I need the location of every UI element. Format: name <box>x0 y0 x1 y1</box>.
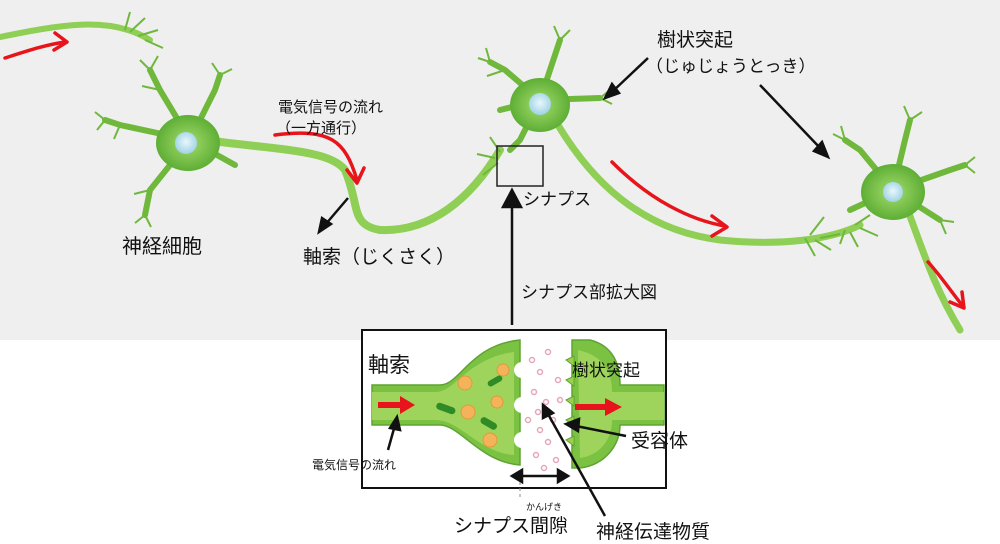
dendrite-label: 樹状突起 <box>657 29 733 51</box>
dendrite-reading: （じゅじょうとっき） <box>646 57 816 77</box>
cleft-label: シナプス間隙 <box>454 515 568 537</box>
neuron-label: 神経細胞 <box>122 234 202 258</box>
synapse-zoom-label: シナプス部拡大図 <box>521 283 657 303</box>
signal-arrows <box>3 31 966 310</box>
receptor-label: 受容体 <box>631 430 688 452</box>
background-band <box>0 0 1000 340</box>
vesicles <box>457 363 510 448</box>
axon-terminals <box>124 11 879 257</box>
axon-label: 軸索（じくさく） <box>303 246 455 268</box>
neuron-3 <box>832 105 976 235</box>
nucleus-icon <box>175 132 197 154</box>
signal-flow-note: （一方通行） <box>276 119 366 137</box>
inset-signal-flow-label: 電気信号の流れ <box>312 457 396 472</box>
neurotransmitter-label: 神経伝達物質 <box>596 521 710 543</box>
synapse-inset: 軸索 樹状突起 電気信号の流れ <box>312 329 667 489</box>
synapse-highlight-box <box>496 145 544 187</box>
inset-axon-label: 軸索 <box>368 353 410 377</box>
nucleus-icon <box>883 182 903 202</box>
neurotransmitters <box>524 348 564 472</box>
inset-dendrite-label: 樹状突起 <box>572 361 640 381</box>
signal-flow-label: 電気信号の流れ <box>278 98 383 116</box>
inset-signal-arrows <box>378 396 622 416</box>
pointer-arrows <box>317 57 831 325</box>
neuron-1 <box>94 55 238 228</box>
nucleus-icon <box>529 93 551 115</box>
neuron-2 <box>477 25 613 153</box>
synapse-label: シナプス <box>523 190 591 210</box>
mitochondria <box>436 375 503 430</box>
cleft-reading: かんげき <box>526 502 562 513</box>
inset-pointer-arrows <box>386 402 627 517</box>
